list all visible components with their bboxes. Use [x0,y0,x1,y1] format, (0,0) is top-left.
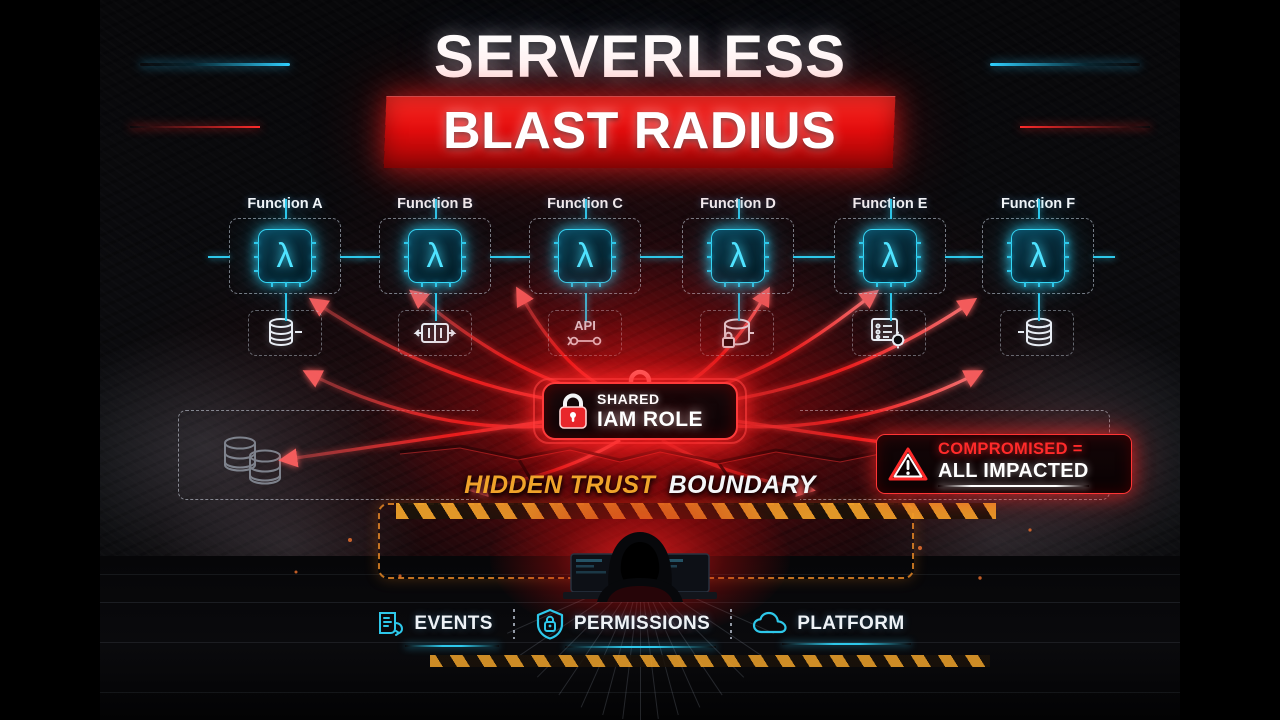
page-subtitle: BLAST RADIUS [443,102,837,160]
database-stack-icon [224,436,281,485]
lambda-icon: λ [426,237,444,275]
title-block: SERVERLESS BLAST RADIUS [100,23,1180,168]
function-node-b[interactable]: Function B λ [358,196,512,321]
iam-role-line1: SHARED [597,391,660,407]
cloud-icon [753,611,787,634]
function-boundary-a: λ [208,199,362,321]
idle-resources [218,430,294,493]
banner-accent-right-icon [1020,126,1150,128]
boundary-label-rest: BOUNDARY [668,471,816,499]
legend-divider-1 [512,609,515,639]
title-banner: BLAST RADIUS [384,96,896,168]
banner-accent-left-icon [130,126,260,128]
lock-icon [559,393,587,429]
warning-line1: COMPROMISED = [938,439,1083,458]
shield-lock-icon [536,608,563,640]
function-label-a: Function A [247,196,323,212]
iam-role-line2: IAM ROLE [597,408,703,431]
title-accent-left-icon [140,63,290,66]
legend-label-events: EVENTS [414,613,493,634]
legend: EVENTS PERMISSIONS PLATFORM [100,608,1180,648]
lambda-chip-b: λ [404,229,466,287]
database-stack-icon [269,318,302,347]
lambda-chip-a: λ [254,229,316,287]
boundary-label-highlight: HIDDEN TRUST [464,471,656,499]
legend-item-platform[interactable]: PLATFORM [732,611,924,645]
function-boundary-b: λ [358,199,512,321]
lambda-chip-e: λ [859,229,921,287]
shared-iam-role-node[interactable]: SHARED IAM ROLE [542,382,738,440]
legend-divider-2 [730,609,733,639]
warning-triangle-icon [888,447,928,481]
trust-boundary-label: HIDDEN TRUST BOUNDARY [100,471,1180,500]
legend-item-permissions[interactable]: PERMISSIONS [515,608,730,648]
lambda-icon: λ [1029,237,1047,275]
function-boundary-f: λ [961,199,1115,321]
warning-line2: ALL IMPACTED [938,460,1089,483]
function-node-a[interactable]: Function A λ [208,196,362,321]
threat-actor [490,478,790,638]
lambda-icon: λ [881,237,899,275]
function-label-e: Function E [852,196,928,212]
page-title: SERVERLESS [433,23,847,90]
function-node-f[interactable]: Function F λ [961,196,1115,321]
resource-node-f[interactable] [1000,310,1074,356]
hazard-stripe-bottom [430,655,990,667]
lambda-icon: λ [729,237,747,275]
legend-item-events[interactable]: EVENTS [355,609,512,647]
legend-label-permissions: PERMISSIONS [573,613,711,634]
legend-label-platform: PLATFORM [797,613,905,634]
title-accent-right-icon [990,63,1140,66]
events-document-icon [379,612,404,636]
infographic-canvas: SERVERLESS BLAST RADIUS [100,0,1180,720]
function-boundary-e: λ [813,199,967,321]
hooded-hacker-icon [563,532,717,602]
storage-disks-icon [1018,317,1052,347]
lambda-icon: λ [276,237,294,275]
function-node-e[interactable]: Function E λ [813,196,967,321]
lambda-chip-f: λ [1007,229,1069,287]
